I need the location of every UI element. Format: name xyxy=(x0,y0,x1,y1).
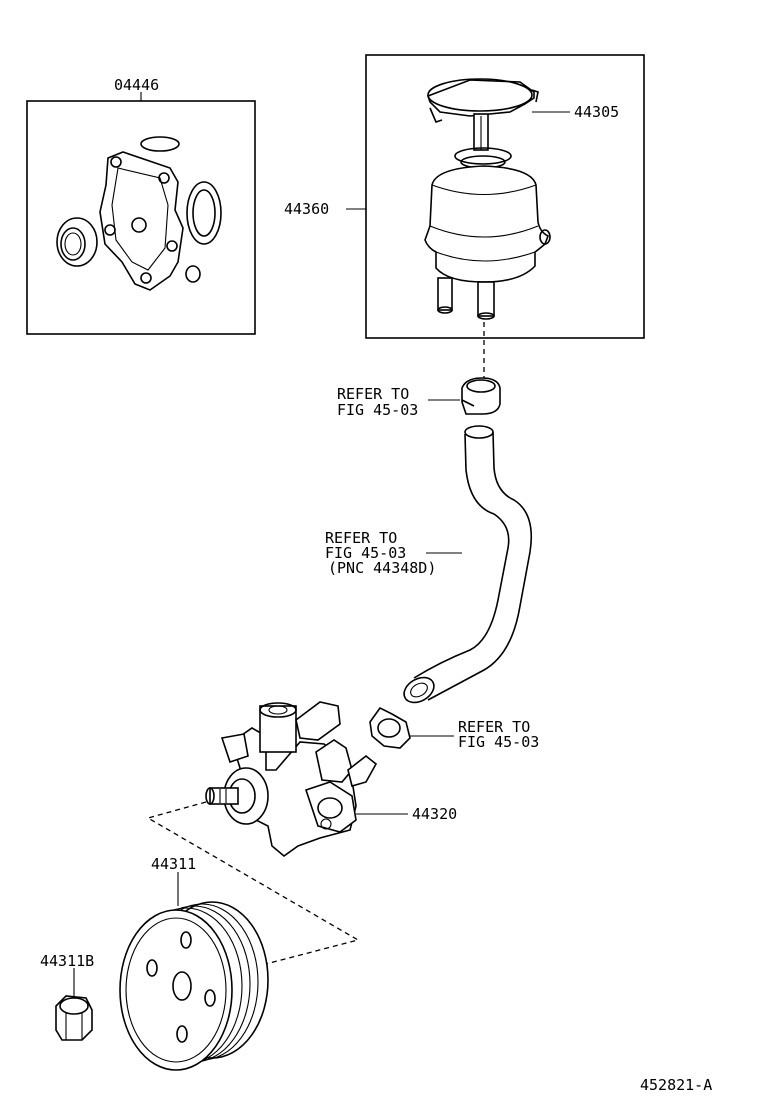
o-ring-large-inner xyxy=(192,189,216,237)
pulley-hub xyxy=(172,971,192,1001)
pump-gasket xyxy=(99,151,184,291)
reservoir-cap-top xyxy=(427,78,533,112)
reservoir-group: 44360 44305 xyxy=(284,54,645,339)
ref-text[interactable]: REFER TO xyxy=(325,529,397,547)
figure-id: 452821-A xyxy=(640,1076,712,1094)
part-label-04446[interactable]: 04446 xyxy=(114,76,159,94)
pulley-nut xyxy=(55,995,93,1041)
pulley-nut-group: 44311B xyxy=(40,952,94,1041)
gasket-bolt-hole xyxy=(140,272,152,284)
gasket-center-hole xyxy=(131,217,147,233)
oil-seal xyxy=(56,217,98,267)
gasket-bolt-hole xyxy=(166,240,178,252)
neck-ring xyxy=(454,147,512,165)
part-label-44311[interactable]: 44311 xyxy=(151,855,196,873)
outlet-pipe-left-end xyxy=(437,306,453,314)
pump-pressure-union xyxy=(304,781,357,833)
hose-clamp-lower xyxy=(369,706,411,749)
cap-tab-left xyxy=(429,107,443,123)
hose-outline-left xyxy=(413,433,510,679)
clamp-tab xyxy=(461,399,475,407)
pulley-hole xyxy=(176,1025,188,1043)
o-ring-tiny xyxy=(185,265,201,283)
pump-suction-nipple xyxy=(347,754,378,787)
gasket-inner-edge xyxy=(111,167,169,271)
o-ring-large xyxy=(186,181,222,245)
pulley-hole xyxy=(180,931,192,949)
upper-clamp-group: REFER TO FIG 45-03 xyxy=(337,377,501,419)
pump-to-pulley-dash xyxy=(146,801,360,967)
tank-flange-top xyxy=(429,225,539,238)
pump-mount-ear-top xyxy=(295,701,341,741)
reservoir-tank xyxy=(424,165,550,283)
outlet-pipe-left xyxy=(437,277,453,311)
part-label-44311B[interactable]: 44311B xyxy=(40,952,94,970)
oil-seal-bore xyxy=(64,232,82,256)
pulley-face-inner xyxy=(125,917,227,1063)
pump-bolt xyxy=(320,818,332,830)
return-hose-group: REFER TO FIG 45-03 (PNC 44348D) xyxy=(325,425,533,704)
ref-text[interactable]: REFER TO xyxy=(458,718,530,736)
part-label-44320[interactable]: 44320 xyxy=(412,805,457,823)
pulley-hole xyxy=(204,989,216,1007)
tank-mount-tab xyxy=(539,229,551,245)
ref-text[interactable]: FIG 45-03 xyxy=(458,733,539,751)
pulley-group: 44311 xyxy=(119,855,269,1071)
ref-text[interactable]: REFER TO xyxy=(337,385,409,403)
gasket-kit-group: 04446 xyxy=(26,76,256,335)
outlet-pipe-right xyxy=(477,281,495,317)
oil-seal-inner xyxy=(60,227,86,261)
outlet-pipe-right-end xyxy=(477,312,495,320)
pulley-nut-face xyxy=(59,997,89,1015)
ref-text[interactable]: (PNC 44348D) xyxy=(328,559,436,577)
hose-clamp-lower-bore xyxy=(377,718,401,738)
hose-bottom-bore xyxy=(410,682,428,698)
ref-text[interactable]: FIG 45-03 xyxy=(337,401,418,419)
reservoir-cap xyxy=(426,79,535,117)
pulley-hole xyxy=(146,959,158,977)
pulley-front-face xyxy=(119,909,233,1071)
o-ring-small xyxy=(140,136,180,152)
hose-outline-right xyxy=(427,431,533,701)
hose-bottom-end xyxy=(403,676,435,704)
hose-clamp-upper-rim xyxy=(466,379,496,393)
reservoir-frame xyxy=(365,54,645,339)
cap-tab-right xyxy=(531,89,539,103)
pump-shaft xyxy=(209,787,239,805)
pump-mount-ear-left xyxy=(220,733,249,764)
hose-top-end xyxy=(464,425,494,439)
gasket-bolt-hole xyxy=(158,172,170,184)
pump-top-boss-rim xyxy=(259,702,297,718)
tank-shoulder xyxy=(431,184,537,195)
pump-union-face xyxy=(317,797,343,819)
gasket-bolt-hole xyxy=(110,156,122,168)
vane-pump-group: 44320 xyxy=(205,701,457,858)
part-label-44360[interactable]: 44360 xyxy=(284,200,329,218)
pump-top-boss-bore xyxy=(268,705,288,715)
lower-clamp-group: REFER TO FIG 45-03 xyxy=(369,706,539,751)
gasket-bolt-hole xyxy=(104,224,116,236)
pump-shaft-end xyxy=(205,787,215,805)
pump-top-boss xyxy=(259,705,297,753)
part-label-44305[interactable]: 44305 xyxy=(574,103,619,121)
ref-text[interactable]: FIG 45-03 xyxy=(325,544,406,562)
tank-flange-bottom xyxy=(435,251,536,262)
